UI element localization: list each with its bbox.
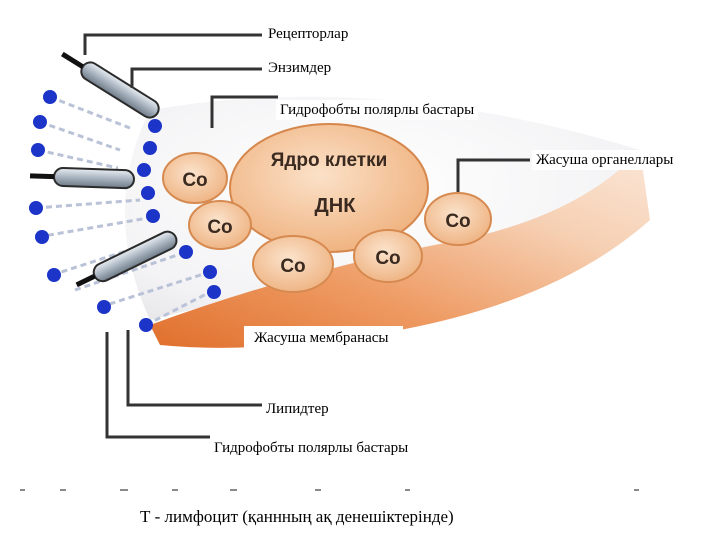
callout-enzymes	[130, 67, 262, 88]
phospholipid-head	[203, 265, 217, 279]
cell-membrane-band	[150, 150, 650, 348]
phospholipid-head	[43, 90, 57, 104]
label-hydrophobic-heads-top: Гидрофобты полярлы бастары	[276, 100, 479, 120]
callout-lines	[83, 33, 530, 439]
phospholipid-head	[179, 245, 193, 259]
figure-caption: Т - лимфоцит (қаннның ақ денешіктерінде)	[140, 507, 454, 526]
nucleus-dna-label: ДНК	[315, 195, 357, 217]
phospholipid-head	[31, 143, 45, 157]
organelle-label: Co	[280, 256, 305, 277]
phospholipid-head	[207, 285, 221, 299]
organelle-label: Co	[182, 170, 207, 191]
phospholipid-head	[148, 119, 162, 133]
phospholipid-head	[146, 209, 160, 223]
phospholipid-head	[143, 141, 157, 155]
label-enzymes: Энзимдер	[264, 58, 336, 78]
receptor-top	[61, 51, 160, 119]
callout-hydrophobic-bottom	[105, 332, 210, 439]
organelle: Co	[424, 192, 492, 246]
phospholipid-head	[47, 268, 61, 282]
phospholipid-head	[141, 186, 155, 200]
label-lipids: Липидтер	[262, 399, 333, 419]
label-cell-organelles: Жасуша органеллары	[532, 150, 678, 170]
organelle-label: Co	[207, 217, 232, 238]
background-speckles	[20, 489, 639, 491]
label-hydrophobic-heads-bottom: Гидрофобты полярлы бастары	[210, 438, 413, 458]
phospholipid-head	[137, 163, 151, 177]
label-receptors: Рецепторлар	[264, 24, 353, 44]
organelle-label: Co	[445, 211, 470, 232]
organelle: Co	[353, 229, 423, 283]
organelle: Co	[188, 200, 252, 250]
callout-receptors	[83, 33, 262, 55]
receptor-bottom	[75, 230, 178, 288]
callout-lipids	[126, 330, 262, 407]
organelle: Co	[162, 152, 228, 204]
phospholipid-head	[35, 230, 49, 244]
callout-hydrophobic-top	[210, 95, 278, 128]
phospholipid-head	[97, 300, 111, 314]
phospholipid-head	[33, 115, 47, 129]
organelle: Co	[252, 235, 334, 293]
callout-organelles	[456, 158, 530, 192]
label-cell-membrane: Жасуша мембранасы	[244, 326, 403, 352]
nucleus-title: Ядро клетки	[271, 150, 388, 171]
organelle-label: Co	[375, 248, 400, 269]
phospholipid-head	[29, 201, 43, 215]
phospholipid-head	[139, 318, 153, 332]
receptor-middle	[29, 166, 135, 190]
